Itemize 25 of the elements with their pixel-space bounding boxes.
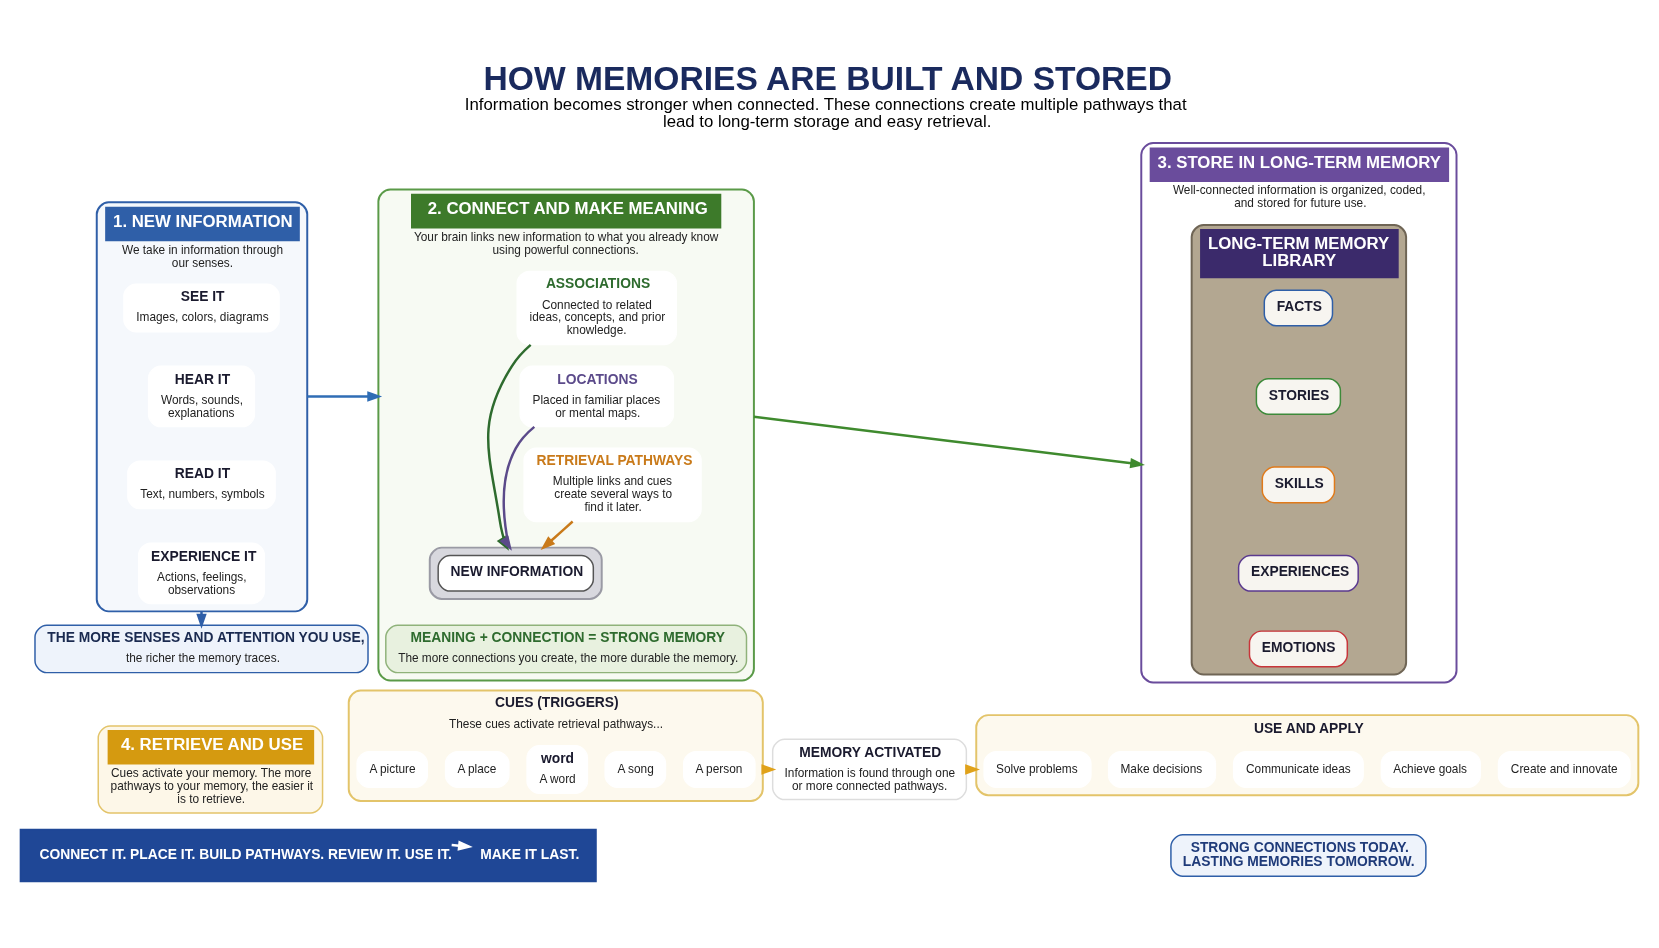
node-box: LOCATIONS Placed in familiar places or mental maps. [519, 365, 675, 427]
node-box: STORIES [1255, 377, 1342, 415]
node-box: MEMORY ACTIVATED Information is found through one or more connected pathways. [771, 738, 968, 800]
node-box: MEANING + CONNECTION = STRONG MEMORY The more connections you create, the more durable the memory. [385, 623, 748, 673]
caption: Information becomes stronger when connected. These connections create multiple pathways that lead to long-term storage and easy retrieval. [464, 94, 1187, 131]
diagram-title: HOW MEMORIES ARE BUILT AND STORED [483, 59, 1172, 97]
node-box: FACTS [1263, 288, 1334, 326]
node-box: RETRIEVAL PATHWAYS Multiple links and cues create several ways to find it later. [523, 447, 702, 522]
node-box: EMOTIONS [1248, 629, 1349, 667]
arrow [307, 390, 383, 402]
arrow [499, 425, 536, 551]
cluster [428, 546, 603, 600]
node-box: EXPERIENCES [1237, 554, 1359, 592]
arrow [540, 520, 574, 550]
node-box: STRONG CONNECTIONS TODAY. LASTING MEMORIES TOMORROW. [1170, 833, 1427, 877]
node-box: 4. RETRIEVE AND USE Cues activate your memory. The more pathways to your memory, the easier it is to retrieve. [97, 724, 324, 814]
node-box: NEW INFORMATION [437, 554, 595, 592]
arrow [196, 610, 207, 629]
arrow [753, 415, 1145, 468]
node-text: MAKE IT LAST. [480, 845, 580, 862]
node-box: SKILLS [1261, 465, 1336, 503]
cluster [19, 828, 597, 882]
node-box: THE MORE SENSES AND ATTENTION YOU USE, the richer the memory traces. [34, 623, 369, 673]
node-text: CONNECT IT. PLACE IT. BUILD PATHWAYS. REVIEW IT. USE IT. [39, 845, 452, 862]
node-box: ASSOCIATIONS Connected to related ideas, concepts, and prior knowledge. [516, 270, 678, 345]
